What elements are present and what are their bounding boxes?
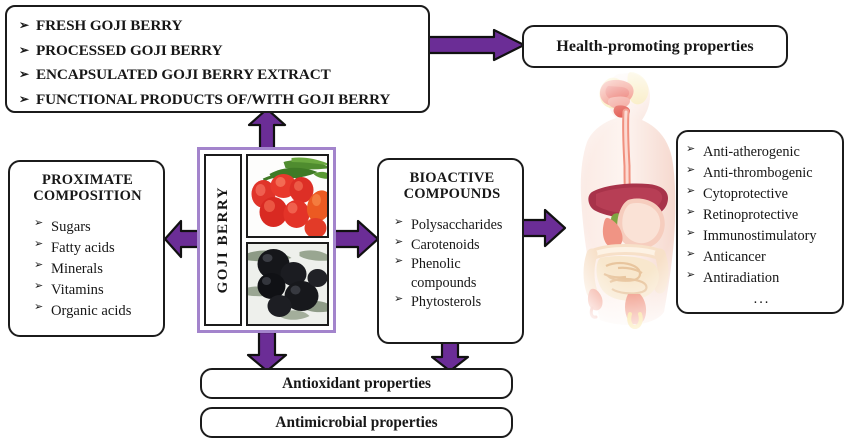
effects-ellipsis-label: ... (753, 291, 771, 308)
goji-berry-panel: GOJI BERRY (197, 147, 336, 333)
bioactive-compounds-list: ➢Polysaccharides ➢Carotenoids ➢Phenolic … (388, 216, 516, 312)
antioxidant-properties-box: Antioxidant properties (200, 368, 513, 399)
bioactive-item-label: Phytosterols (411, 294, 482, 311)
arrow-bullet-icon: ➢ (686, 206, 696, 219)
arrow-bullet-icon: ➢ (34, 280, 44, 293)
arrow-bullet-icon: ➢ (34, 238, 44, 251)
proximate-item-label: Organic acids (51, 303, 132, 320)
health-effects-box: ➢ Anti-atherogenic ➢ Anti-thrombogenic ➢ Cy… (676, 130, 844, 314)
list-item: ➢ FUNCTIONAL PRODUCTS OF/WITH GOJI BERRY (19, 88, 418, 113)
goji-products-list: ➢FRESH GOJI BERRY ➢PROCESSED GOJI BERRY … (19, 14, 418, 113)
product-label: FUNCTIONAL PRODUCTS OF/WITH GOJI BERRY (36, 90, 391, 108)
arrow-bullet-icon: ➢ (686, 227, 696, 240)
arrow-bullet-icon: ➢ (686, 185, 696, 198)
health-effects-list: ➢ Anti-atherogenic ➢ Anti-thrombogenic ➢ Cy… (686, 142, 838, 310)
arrow-bioactive-to-body (520, 208, 567, 248)
antimicrobial-properties-box: Antimicrobial properties (200, 407, 513, 438)
bioactive-title-line1: BIOACTIVE (409, 170, 495, 186)
bioactive-item-label: Carotenoids (411, 236, 480, 253)
list-item: ➢ Minerals (34, 259, 155, 280)
list-item: ➢ Retinoprotective (686, 205, 838, 226)
bioactive-title-line2: COMPOUNDS (403, 186, 501, 203)
arrow-goji-to-products (247, 107, 287, 153)
arrow-bullet-icon: ➢ (19, 91, 29, 106)
arrow-bullet-icon: ➢ (19, 42, 29, 57)
antimicrobial-properties-label: Antimicrobial properties (275, 413, 438, 431)
effect-label: Retinoprotective (703, 207, 799, 224)
goji-berry-label: GOJI BERRY (204, 154, 242, 326)
bioactive-compounds-box: BIOACTIVE COMPOUNDS ➢ Polysaccharides ➢ Ca… (377, 158, 524, 344)
goji-berry-photos (246, 154, 329, 326)
effect-label: Immunostimulatory (703, 228, 817, 245)
list-item: ➢ FRESH GOJI BERRY (19, 14, 418, 39)
effect-label: Anticancer (703, 249, 766, 266)
list-item: ➢ Sugars (34, 217, 155, 238)
list-item: ➢ Anticancer (686, 247, 838, 268)
arrow-bullet-icon: ➢ (34, 217, 44, 230)
product-label: PROCESSED GOJI BERRY (36, 41, 223, 59)
list-item: ➢ Carotenoids (394, 236, 516, 255)
arrow-bullet-icon: ➢ (394, 216, 404, 229)
proximate-composition-title: PROXIMATE COMPOSITION (20, 172, 155, 204)
proximate-item-label: Fatty acids (51, 240, 115, 257)
list-item: ➢ Immunostimulatory (686, 226, 838, 247)
arrow-bullet-icon: ➢ (394, 254, 404, 267)
arrow-bullet-icon: ➢ (394, 235, 404, 248)
list-item-continuation: compounds (394, 274, 516, 293)
arrow-bullet-icon: ➢ (686, 164, 696, 177)
goji-berry-label-text: GOJI BERRY (214, 186, 231, 294)
proximate-composition-box: PROXIMATE COMPOSITION ➢ Sugars ➢ Fatty aci… (8, 160, 165, 337)
list-item: ➢ Cytoprotective (686, 184, 838, 205)
product-label: FRESH GOJI BERRY (36, 17, 183, 34)
bioactive-item-label: compounds (411, 274, 477, 291)
arrow-goji-to-bioactive (331, 219, 380, 259)
list-item: ➢ Anti-thrombogenic (686, 163, 838, 184)
bioactive-item-label: Phenolic (411, 255, 461, 272)
effect-label: Anti-atherogenic (703, 144, 800, 160)
red-goji-berries-photo (246, 154, 329, 238)
arrow-products-to-health (426, 28, 526, 62)
proximate-composition-list: ➢ Sugars ➢ Fatty acids ➢ Minerals ➢ Vitamins… (20, 217, 155, 322)
proximate-item-label: Minerals (51, 261, 103, 278)
arrow-bioactive-to-antioxidant (430, 340, 470, 373)
proximate-item-label: Vitamins (51, 282, 104, 299)
antioxidant-properties-label: Antioxidant properties (282, 374, 431, 392)
effect-label: Cytoprotective (703, 186, 788, 203)
black-goji-berries-photo (246, 242, 329, 326)
list-item: ➢ ENCAPSULATED GOJI BERRY EXTRACT (19, 63, 418, 88)
proximate-title-line1: PROXIMATE (42, 172, 133, 188)
health-promoting-properties-box: Health-promoting properties (522, 25, 788, 68)
human-digestive-system-illustration (556, 68, 706, 330)
list-item: ➢ Antiradiation (686, 268, 838, 289)
arrow-bullet-icon: ➢ (686, 143, 696, 155)
arrow-bullet-icon: ➢ (394, 293, 404, 306)
list-item: ➢ Fatty acids (34, 238, 155, 259)
list-item: ➢ Organic acids (34, 301, 155, 322)
bioactive-item-label: Polysaccharides (411, 217, 503, 234)
proximate-item-label: Sugars (51, 219, 91, 236)
arrow-bullet-icon: ➢ (19, 67, 29, 82)
arrow-bullet-icon: ➢ (686, 269, 696, 282)
arrow-bullet-icon: ➢ (34, 301, 44, 314)
arrow-bullet-icon: ➢ (686, 248, 696, 261)
product-label: ENCAPSULATED GOJI BERRY EXTRACT (36, 66, 331, 84)
effects-ellipsis: ... (686, 289, 838, 310)
list-item: ➢ Phenolic (394, 255, 516, 274)
list-item: ➢ Anti-atherogenic (686, 142, 838, 163)
effect-label: Antiradiation (703, 270, 780, 287)
effect-label: Anti-thrombogenic (703, 165, 813, 182)
goji-products-box: ➢FRESH GOJI BERRY ➢PROCESSED GOJI BERRY … (5, 5, 430, 113)
proximate-title-line2: COMPOSITION (33, 188, 142, 205)
list-item: ➢ Phytosterols (394, 293, 516, 312)
list-item: ➢ Polysaccharides (394, 216, 516, 235)
health-promoting-properties-label: Health-promoting properties (556, 37, 754, 55)
arrow-bullet-icon: ➢ (19, 18, 29, 32)
arrow-bullet-icon: ➢ (34, 259, 44, 272)
list-item: ➢ PROCESSED GOJI BERRY (19, 39, 418, 64)
bioactive-compounds-title: BIOACTIVE COMPOUNDS (388, 170, 516, 202)
list-item: ➢ Vitamins (34, 280, 155, 301)
arrow-goji-to-antioxidant (246, 330, 288, 373)
